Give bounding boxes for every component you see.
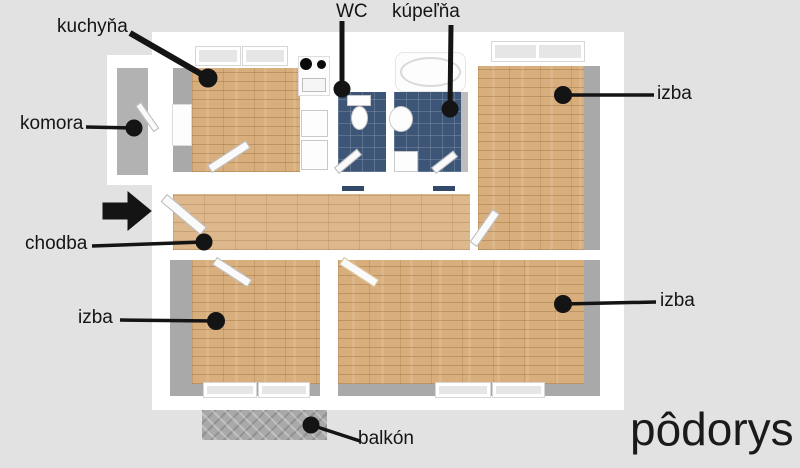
bathroom-door-threshold	[433, 186, 455, 191]
refrigerator	[301, 110, 328, 137]
room-top-right-east-wall-face	[584, 66, 600, 250]
entrance-arrow-icon	[102, 190, 152, 232]
room-bottom-left-floor	[192, 260, 320, 384]
room-bottom-right-window-2	[493, 383, 544, 397]
kitchen-sink-sketch	[302, 78, 326, 92]
label-kitchen: kuchyňa	[57, 16, 128, 37]
label-balcony: balkón	[358, 428, 414, 449]
kitchen-window-right	[243, 47, 287, 65]
kitchen-floor	[192, 68, 300, 172]
label-hallway: chodba	[25, 233, 88, 254]
stove-burner-small	[317, 60, 326, 69]
bathtub	[395, 52, 466, 92]
hallway-floor	[173, 194, 470, 250]
wc-door-threshold	[342, 186, 364, 191]
bathroom-sink	[389, 106, 413, 132]
toilet-tank	[347, 95, 371, 106]
bathroom-east-wall-face	[461, 92, 468, 172]
toilet-bowl	[351, 106, 368, 130]
label-room-bottom-right: izba	[660, 290, 695, 311]
label-room-top-right: izba	[657, 83, 692, 104]
kitchen-window-left	[196, 47, 240, 65]
washing-machine	[394, 151, 418, 172]
room-bottom-right-floor	[338, 260, 584, 384]
label-bathroom: kúpeľňa	[392, 1, 460, 22]
pantry-floor	[117, 68, 148, 175]
room-bottom-left-window-1	[204, 383, 256, 397]
room-top-right-window	[492, 42, 584, 61]
balcony-floor	[202, 410, 327, 440]
bathtub-basin	[400, 57, 461, 87]
label-room-bottom-left: izba	[78, 307, 113, 328]
label-pantry: komora	[20, 113, 84, 134]
room-bottom-left-west-wall-face	[170, 260, 192, 384]
window-divider	[536, 45, 539, 58]
stove-burner-large	[300, 58, 312, 70]
room-bottom-right-window-1	[436, 383, 490, 397]
kitchen-cabinet-right	[301, 140, 328, 170]
room-bottom-right-east-wall-face	[584, 260, 600, 396]
label-wc: WC	[336, 1, 368, 22]
kitchen-cabinet-left	[172, 104, 192, 146]
room-bottom-left-window-2	[259, 383, 309, 397]
page-title: pôdorys	[630, 403, 794, 455]
